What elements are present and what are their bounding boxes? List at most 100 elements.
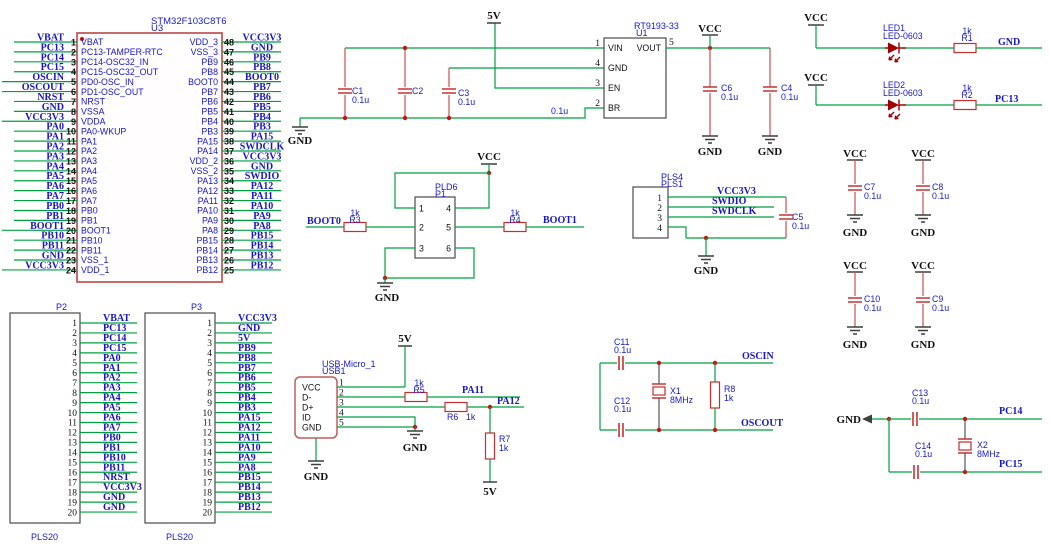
gnd-earth-icon: [308, 460, 324, 469]
cap-ref: C7: [864, 182, 875, 192]
pin-number: 20: [203, 508, 213, 518]
header-footprint: PLS20: [166, 532, 193, 542]
mcu-title: STM32F103C8T6: [151, 16, 227, 27]
pin-number: 8: [71, 107, 76, 117]
pin-name: BR: [608, 103, 620, 113]
resistor-ref: R3: [349, 215, 360, 225]
pin-number: 16: [66, 186, 76, 196]
pin-name: PA6: [81, 186, 97, 196]
gnd-earth-icon: [377, 282, 393, 291]
junction-dot: [656, 427, 662, 433]
pin-number: 12: [68, 429, 78, 439]
pin-number: 3: [207, 339, 212, 349]
pin-number: 21: [66, 236, 76, 246]
junction-dot: [446, 115, 452, 121]
resistor-icon: [444, 401, 468, 413]
net-label: GND: [42, 102, 64, 113]
net-label: GND: [251, 161, 273, 172]
power-label-vcc: VCC: [843, 148, 867, 160]
pin-name: VSS_3: [191, 47, 218, 57]
pin-name: PA8: [202, 225, 218, 235]
pin-number: 10: [68, 409, 78, 419]
swd-part: PLS4: [661, 172, 683, 182]
gnd-label: GND: [403, 442, 428, 454]
net-label: PA2: [103, 373, 121, 384]
pin-number: 5: [669, 38, 674, 48]
gnd-label: GND: [837, 414, 862, 426]
gnd-earth-icon: [915, 326, 931, 335]
net-label: PA0: [103, 353, 121, 364]
cap-ref: C8: [932, 182, 943, 192]
pin-number: 1: [339, 379, 344, 389]
pin-number: 11: [68, 419, 77, 429]
resistor-ref: R1: [961, 33, 972, 43]
net-label: PA10: [238, 442, 261, 453]
pin-name: PA4: [81, 166, 97, 176]
gnd-earth-icon: [292, 126, 308, 135]
net-label: GND: [238, 323, 260, 334]
gnd-label: GND: [304, 471, 329, 483]
net-label: PA2: [46, 142, 64, 153]
capacitor-icon: [916, 297, 930, 303]
pin-number: 6: [207, 369, 212, 379]
power-label-vcc: VCC: [911, 148, 935, 160]
cap-value: 0.1u: [458, 97, 475, 107]
pin-number: 3: [419, 244, 424, 254]
cap-ref: C12: [614, 396, 630, 406]
capacitor-icon: [912, 412, 918, 426]
mcu-body: [76, 32, 223, 283]
power-label-vcc: VCC: [804, 12, 828, 24]
pin-number: 24: [66, 265, 76, 275]
pin-name: PA12: [197, 186, 218, 196]
pin-name: PC15-OSC32_OUT: [81, 67, 159, 77]
pin-name: VBAT: [81, 37, 104, 47]
pin-name: PA15: [197, 136, 218, 146]
capacitor-icon: [913, 465, 919, 479]
gnd-earth-icon: [847, 214, 863, 223]
pin-name: GND: [302, 423, 322, 433]
pin-number: 3: [595, 79, 600, 89]
resistor-icon: [484, 432, 496, 460]
cap-value: 0.1u: [614, 345, 631, 355]
net-label: PA4: [46, 161, 64, 172]
cap-value: 0.1u: [781, 92, 798, 102]
pin-number: 3: [657, 214, 662, 224]
net-label: PA3: [103, 383, 121, 394]
resistor-icon: [953, 99, 977, 111]
pin-number: 3: [72, 339, 77, 349]
net-label: PA12: [497, 396, 520, 407]
led-arrow-icon: [888, 54, 901, 63]
gnd-label: GND: [758, 146, 783, 158]
led-icon: [885, 42, 906, 54]
net-label: PB12: [251, 260, 274, 271]
net-label: PB7: [253, 82, 271, 93]
pin-number: 33: [224, 186, 234, 196]
header-footprint: PLS20: [31, 532, 58, 542]
gnd-arrow-icon: [862, 414, 872, 424]
cap-value: 0.1u: [864, 191, 881, 201]
pin-name: PA1: [81, 136, 97, 146]
pin-number: 30: [224, 216, 234, 226]
pin-number: 1: [207, 319, 212, 329]
cap-ref: C9: [932, 294, 943, 304]
capacitor-icon: [779, 214, 793, 220]
net-label: PA6: [103, 413, 121, 424]
wire: [668, 226, 687, 238]
cap-value: 0.1u: [721, 92, 738, 102]
cap-ref: C10: [864, 294, 880, 304]
pin-name: PB3: [201, 126, 218, 136]
junction-dot: [342, 115, 348, 121]
net-label: PA15: [251, 132, 274, 143]
cap-value: 0.1u: [932, 303, 949, 313]
br-value: 0.1u: [551, 106, 568, 116]
pin-number: 4: [595, 59, 600, 69]
crystal-value: 8MHz: [670, 395, 693, 405]
pin-name: PA11: [198, 196, 218, 206]
net-label: PB6: [238, 373, 256, 384]
regulator-ref: U1: [636, 28, 648, 38]
pin-number: 6: [72, 369, 77, 379]
net-label: PB12: [238, 502, 261, 513]
pin-name: PB14: [196, 245, 218, 255]
pin-number: 6: [71, 87, 76, 97]
